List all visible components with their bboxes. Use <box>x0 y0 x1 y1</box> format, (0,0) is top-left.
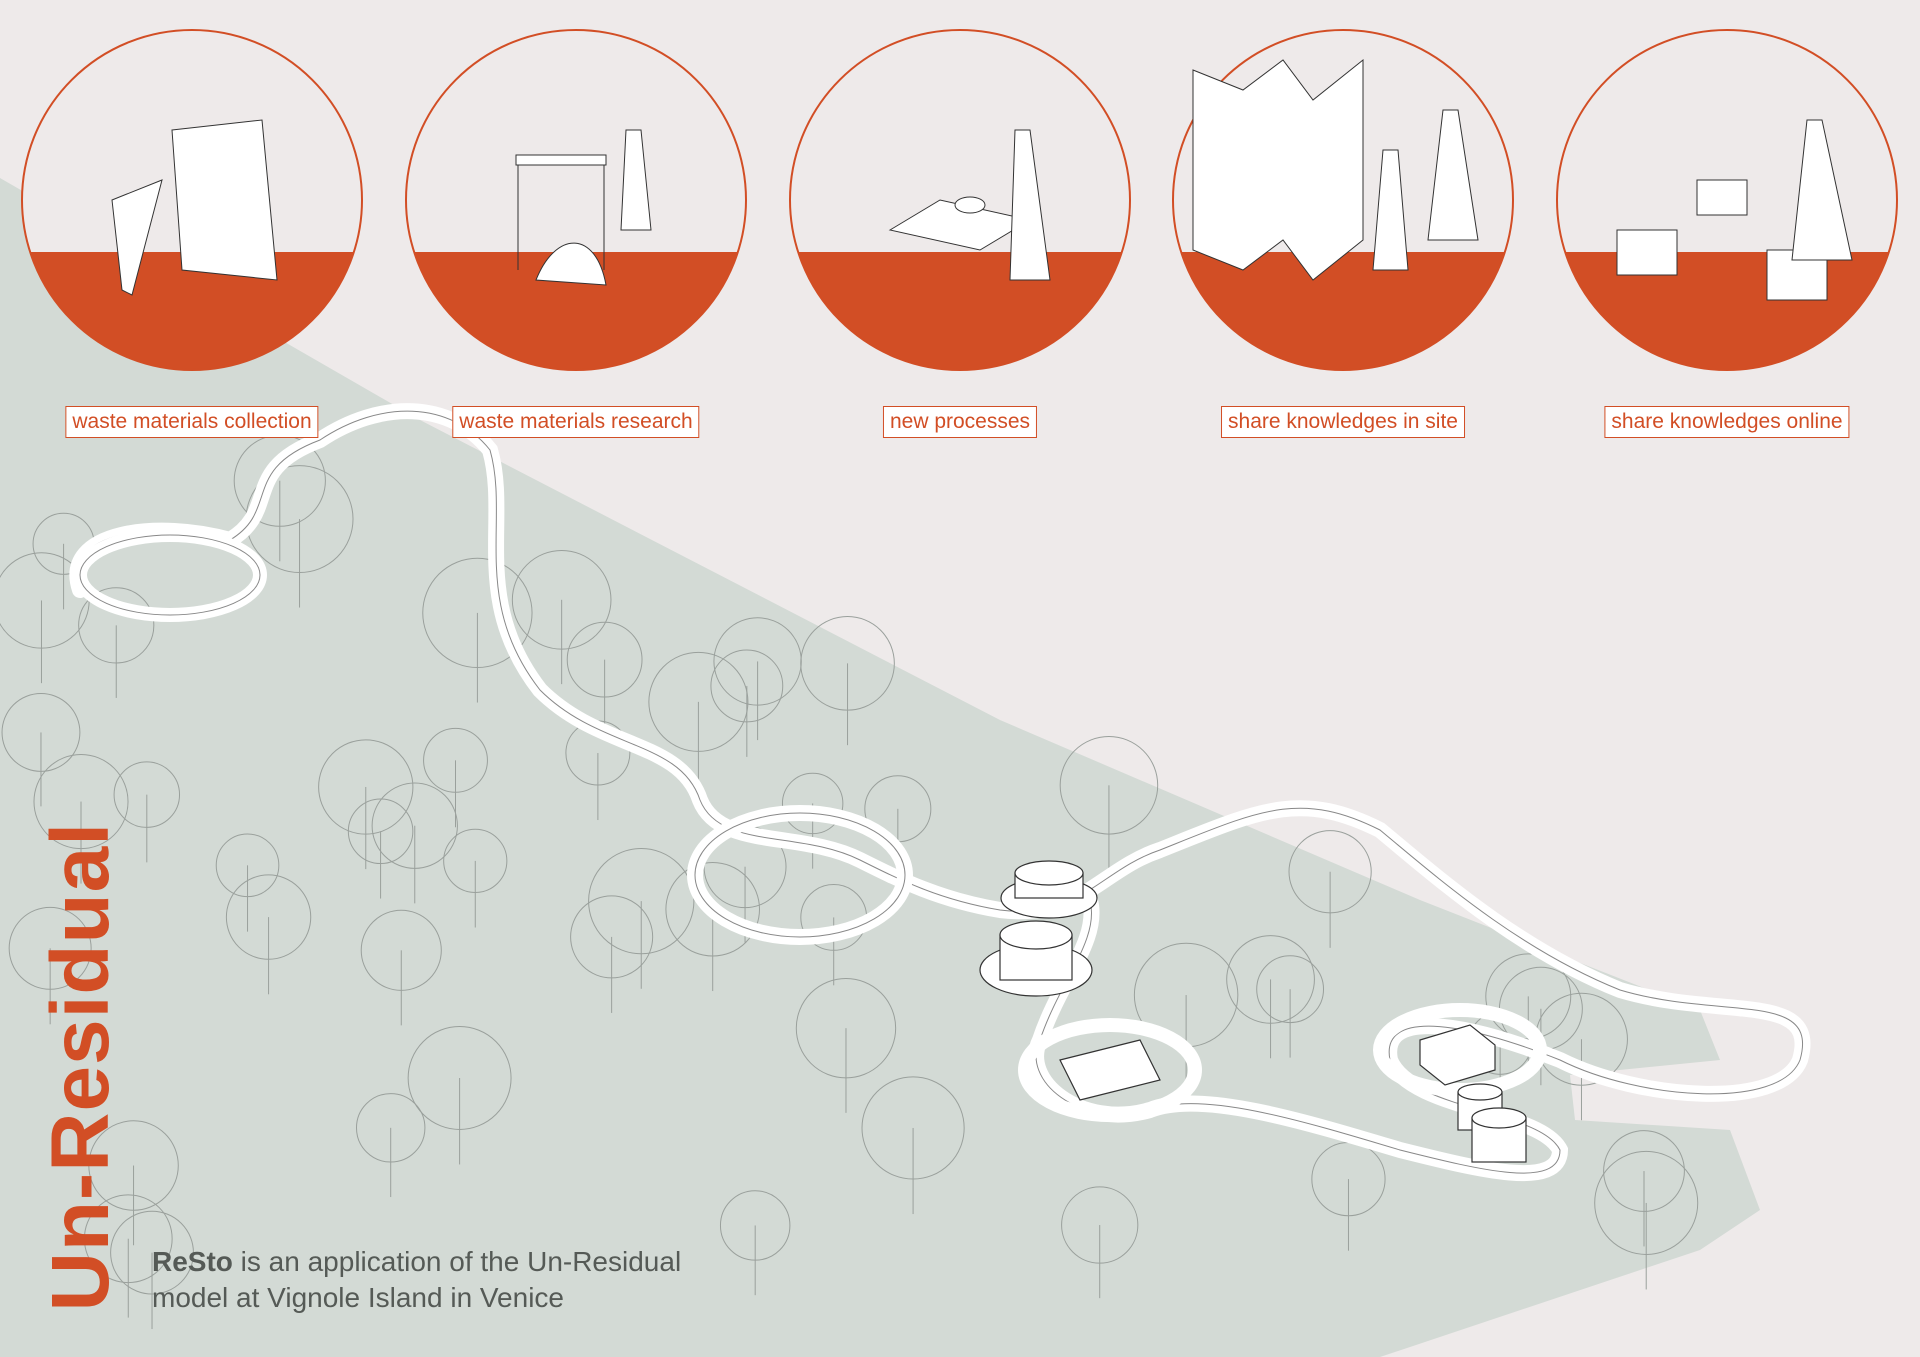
tree <box>88 1120 179 1246</box>
tree <box>861 1076 965 1215</box>
pavilions <box>979 860 1527 1163</box>
caption-brand: ReSto <box>152 1246 233 1277</box>
tree <box>225 874 312 995</box>
stage-label: new processes <box>882 406 1038 438</box>
laptops-online-sharing-icon <box>1616 119 1853 301</box>
caption-line2: model at Vignole Island in Venice <box>152 1282 564 1313</box>
tree <box>422 557 533 703</box>
exhibition-panels-visitors-icon <box>1192 58 1479 281</box>
tree <box>110 1210 194 1330</box>
person-at-desk-research-icon <box>515 129 652 286</box>
tree <box>113 761 181 863</box>
tree <box>355 1093 426 1198</box>
project-title: Un-Residual <box>35 822 126 1312</box>
tree <box>407 1026 512 1165</box>
tree <box>795 977 897 1113</box>
tree <box>8 906 92 1025</box>
stage-circle <box>789 29 1131 371</box>
tree <box>318 739 414 870</box>
stage-circle <box>1556 29 1898 371</box>
stage-label: share knowledges online <box>1604 406 1850 438</box>
caption: ReSto is an application of the Un-Residu… <box>152 1244 681 1316</box>
tree <box>1061 1186 1139 1299</box>
tree <box>1603 1130 1685 1247</box>
stage-circle <box>405 29 747 371</box>
tree <box>800 616 895 746</box>
tree <box>713 617 802 741</box>
tree <box>360 909 442 1026</box>
tree <box>78 587 155 698</box>
tree <box>570 895 654 1013</box>
person-collecting-ferns-icon <box>111 119 278 296</box>
tree <box>1059 736 1159 870</box>
caption-line1: is an application of the Un-Residual <box>232 1246 682 1277</box>
tree <box>215 833 280 932</box>
tree <box>710 649 784 757</box>
tree <box>1256 955 1325 1058</box>
tree <box>443 828 508 928</box>
tree <box>33 754 129 884</box>
tree <box>566 621 643 733</box>
tree <box>1 692 81 807</box>
stage-circle <box>1172 29 1514 371</box>
tree <box>588 847 695 989</box>
stage-label: share knowledges in site <box>1221 406 1465 438</box>
tree <box>719 1190 791 1296</box>
person-at-table-pottery-icon <box>888 129 1051 281</box>
tree <box>423 727 488 828</box>
tree <box>1288 830 1372 948</box>
island-ground <box>0 178 1760 1357</box>
tree <box>371 782 458 904</box>
tree <box>511 549 612 685</box>
stage-label: waste materials collection <box>65 406 319 438</box>
tree <box>648 651 749 787</box>
stage-label: waste materials research <box>452 406 700 438</box>
tree <box>665 861 761 992</box>
tree <box>83 1194 173 1318</box>
tree <box>1594 1150 1699 1290</box>
tree <box>1226 935 1315 1059</box>
